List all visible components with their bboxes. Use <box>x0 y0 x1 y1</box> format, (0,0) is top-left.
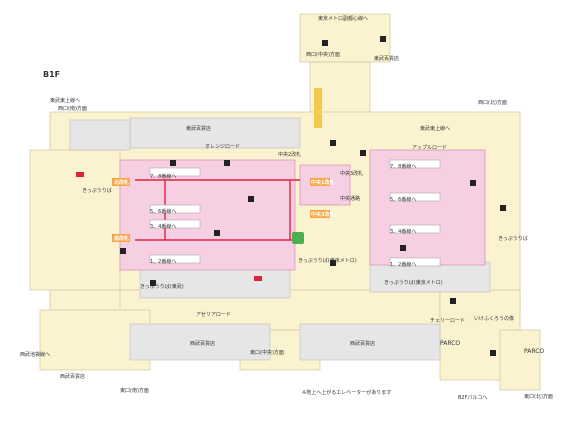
track-12-left: 1、2番線へ <box>150 258 176 265</box>
ticket-tobu-label: きっぷうりば(東武) <box>140 283 184 290</box>
building-blocks <box>69 117 491 361</box>
seibu-dept-left: 西武百貨店 <box>60 373 85 380</box>
track-78-left: 7、8番線へ <box>150 173 176 180</box>
atm-markers <box>76 172 262 281</box>
east-south-label: 東口(南)方面 <box>120 387 149 394</box>
tobu-dept-label: 東武百貨店 <box>186 125 211 132</box>
east-central-label: 東口(中央)方面 <box>250 349 284 356</box>
floor-label: B1F <box>43 70 60 79</box>
central3-label: 中央3改札 <box>340 170 363 177</box>
facility-icons <box>120 36 506 356</box>
tojo-right-label: 東武東上線へ <box>420 125 450 132</box>
seibu-dept-center: 西武百貨店 <box>190 340 215 347</box>
track-34-left: 3、4番線へ <box>150 223 176 230</box>
ticket-right-label: きっぷうりば <box>498 235 528 242</box>
elevator-note: ※地上へ上がるエレベーターがあります <box>302 389 391 396</box>
cherry-road-label: チェリーロード <box>430 318 465 324</box>
track-34-right: 3、4番線へ <box>390 228 416 235</box>
north-gate-box: 北改札 <box>114 179 129 186</box>
tojo-left-label: 東武東上線へ <box>50 97 80 104</box>
ikefukurou-label: いけふくろうの像 <box>474 315 514 322</box>
parco-label: PARCO <box>440 340 460 347</box>
tobu-dept-top-label: 東武百貨店 <box>374 55 399 62</box>
track-78-right: 7、8番線へ <box>390 163 416 170</box>
route-lines <box>135 179 300 241</box>
ticket-left-label: きっぷうりば <box>82 187 112 194</box>
seibu-ikebukuro-label: 西武池袋線へ <box>20 351 50 358</box>
green-sign-icon <box>292 232 304 244</box>
asahi-road-label: アゼリアロード <box>196 311 231 318</box>
west-central-label: 西口(中央)方面 <box>306 51 340 58</box>
exit-gates <box>112 178 330 242</box>
central2-label: 中央2改札 <box>278 151 301 158</box>
vertical-sign <box>314 88 322 128</box>
b2f-parco-label: B2Fパルコへ <box>458 395 487 401</box>
track-56-left: 5、6番線へ <box>150 208 176 215</box>
track-12-right: 1、2番線へ <box>390 261 416 268</box>
apple-road-label: アップルロード <box>412 145 447 151</box>
platform-bars <box>149 159 441 267</box>
east-north-label: 東口(北)方面 <box>524 393 553 400</box>
west-south-label: 西口(南)方面 <box>58 105 87 112</box>
central-road-label: 中央通路 <box>340 195 360 202</box>
metro-fukutoshin-label: 東京メトロ副都心線へ <box>318 15 368 22</box>
station-concourse <box>119 149 486 271</box>
ticket-metro-right-label: きっぷうりば(東京メトロ) <box>384 279 443 286</box>
orange-road-label: オレンジロード <box>205 144 240 150</box>
seibu-dept-right: 西武百貨店 <box>350 340 375 347</box>
central1-gate-box: 中央1改札 <box>311 179 334 186</box>
parco-2-label: PARCO <box>524 348 544 355</box>
west-north-label: 西口(北)方面 <box>478 99 507 106</box>
central3-gate-box: 中央3改札 <box>311 211 334 218</box>
south-gate-box: 南改札 <box>114 235 129 242</box>
track-56-right: 5、6番線へ <box>390 196 416 203</box>
ticket-metro-center-label: きっぷうりば(東京メトロ) <box>298 257 357 264</box>
